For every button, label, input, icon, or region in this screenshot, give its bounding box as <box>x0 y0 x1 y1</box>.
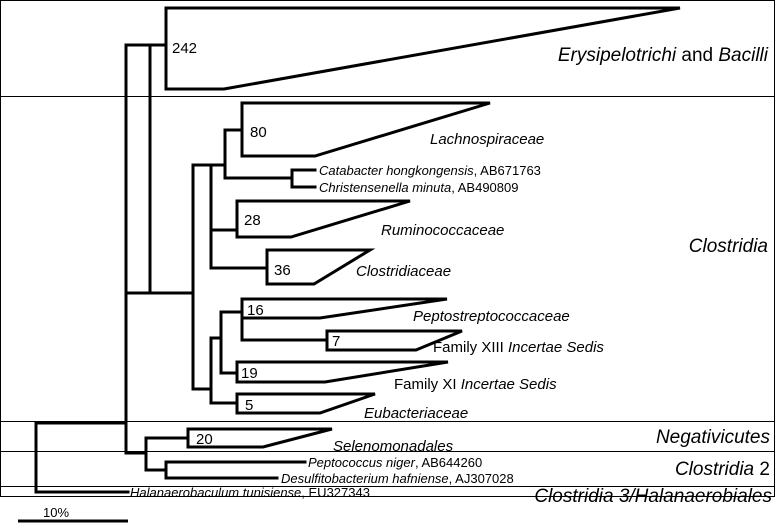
name-lachnospiraceae: Lachnospiraceae <box>430 131 544 148</box>
leaf-catabacter: Catabacter hongkongensis, AB671763 <box>319 163 541 178</box>
group-clostridia3: Clostridia 3/Halanaerobiales <box>534 486 772 507</box>
count-selenomonadales: 20 <box>196 431 213 448</box>
collapsed-clades <box>164 6 681 449</box>
count-clostridiaceae: 36 <box>274 262 291 279</box>
scale-bar-label: 10% <box>43 505 69 520</box>
count-ruminococcaceae: 28 <box>244 212 261 229</box>
group-clostridia2-name: Clostridia <box>675 459 754 480</box>
clade-peptostreptococcaceae <box>240 297 448 320</box>
group-bacilli-name: Bacilli <box>718 45 768 66</box>
leaf-halanaerobaculum: Halanaerobaculum tunisiense, EU327343 <box>130 485 370 500</box>
name-family-xiii-prefix: Family XIII <box>433 339 508 356</box>
leaf-desulfitobacterium-accession: , AJ307028 <box>449 471 514 486</box>
name-family-xi-status: Incertae Sedis <box>461 376 557 393</box>
clade-family-xi <box>235 360 449 384</box>
leaf-halanaerobaculum-species: Halanaerobaculum tunisiense <box>130 485 301 500</box>
clade-selenomonadales <box>186 427 333 449</box>
leaf-catabacter-species: Catabacter hongkongensis <box>319 163 474 178</box>
leaf-desulfitobacterium-species: Desulfitobacterium hafniense <box>281 471 449 486</box>
leaf-christensenella-species: Christensenella minuta <box>319 180 451 195</box>
count-lachnospiraceae: 80 <box>250 124 267 141</box>
group-clostridia: Clostridia <box>689 236 768 257</box>
name-selenomonadales: Selenomonadales <box>333 438 454 455</box>
clade-ruminococcaceae <box>235 199 411 239</box>
leaf-catabacter-accession: , AB671763 <box>474 163 541 178</box>
clade-names: Lachnospiraceae Ruminococcaceae Clostrid… <box>333 131 604 455</box>
group-labels: Erysipelotrichi and Bacilli Clostridia N… <box>534 45 772 507</box>
count-eubacteriaceae: 5 <box>245 397 253 414</box>
name-eubacteriaceae: Eubacteriaceae <box>364 405 468 422</box>
name-peptostreptococcaceae: Peptostreptococcaceae <box>413 308 570 325</box>
count-family-xi: 19 <box>241 365 258 382</box>
clade-family-xiii <box>325 329 463 352</box>
name-ruminococcaceae: Ruminococcaceae <box>381 222 504 239</box>
leaf-christensenella-accession: , AB490809 <box>451 180 518 195</box>
count-peptostreptococcaceae: 16 <box>247 302 264 319</box>
clade-counts: 242 80 28 36 16 7 19 5 20 <box>172 40 340 448</box>
count-erysipelotrichi: 242 <box>172 40 197 57</box>
clade-clostridiaceae <box>265 248 376 286</box>
group-clostridia2-suffix: 2 <box>754 459 770 480</box>
name-family-xi-prefix: Family XI <box>394 376 461 393</box>
leaf-halanaerobaculum-accession: , EU327343 <box>301 485 370 500</box>
tree-branches <box>34 43 329 494</box>
leaf-peptococcus-species: Peptococcus niger <box>308 455 416 470</box>
name-family-xi: Family XI Incertae Sedis <box>394 376 557 393</box>
clade-eubacteriaceae <box>235 392 376 415</box>
leaf-desulfitobacterium: Desulfitobacterium hafniense, AJ307028 <box>281 471 514 486</box>
leaf-christensenella: Christensenella minuta, AB490809 <box>319 180 518 195</box>
leaf-labels: Catabacter hongkongensis, AB671763 Chris… <box>130 163 541 500</box>
clade-lachnospiraceae <box>240 101 491 158</box>
clade-erysipelotrichi-bacilli <box>164 6 681 91</box>
name-family-xiii: Family XIII Incertae Sedis <box>433 339 604 356</box>
group-clostridia2: Clostridia 2 <box>675 459 770 480</box>
leaf-peptococcus: Peptococcus niger, AB644260 <box>308 455 482 470</box>
group-negativicutes: Negativicutes <box>656 427 771 448</box>
group-erysipelotrichi-conj: and <box>676 45 718 66</box>
name-family-xiii-status: Incertae Sedis <box>508 339 604 356</box>
group-erysipelotrichi-name: Erysipelotrichi <box>558 45 677 66</box>
name-clostridiaceae: Clostridiaceae <box>356 263 451 280</box>
group-erysipelotrichi-bacilli: Erysipelotrichi and Bacilli <box>558 45 769 66</box>
count-family-xiii: 7 <box>332 333 340 350</box>
scale-bar: 10% <box>18 505 128 523</box>
leaf-peptococcus-accession: , AB644260 <box>415 455 482 470</box>
